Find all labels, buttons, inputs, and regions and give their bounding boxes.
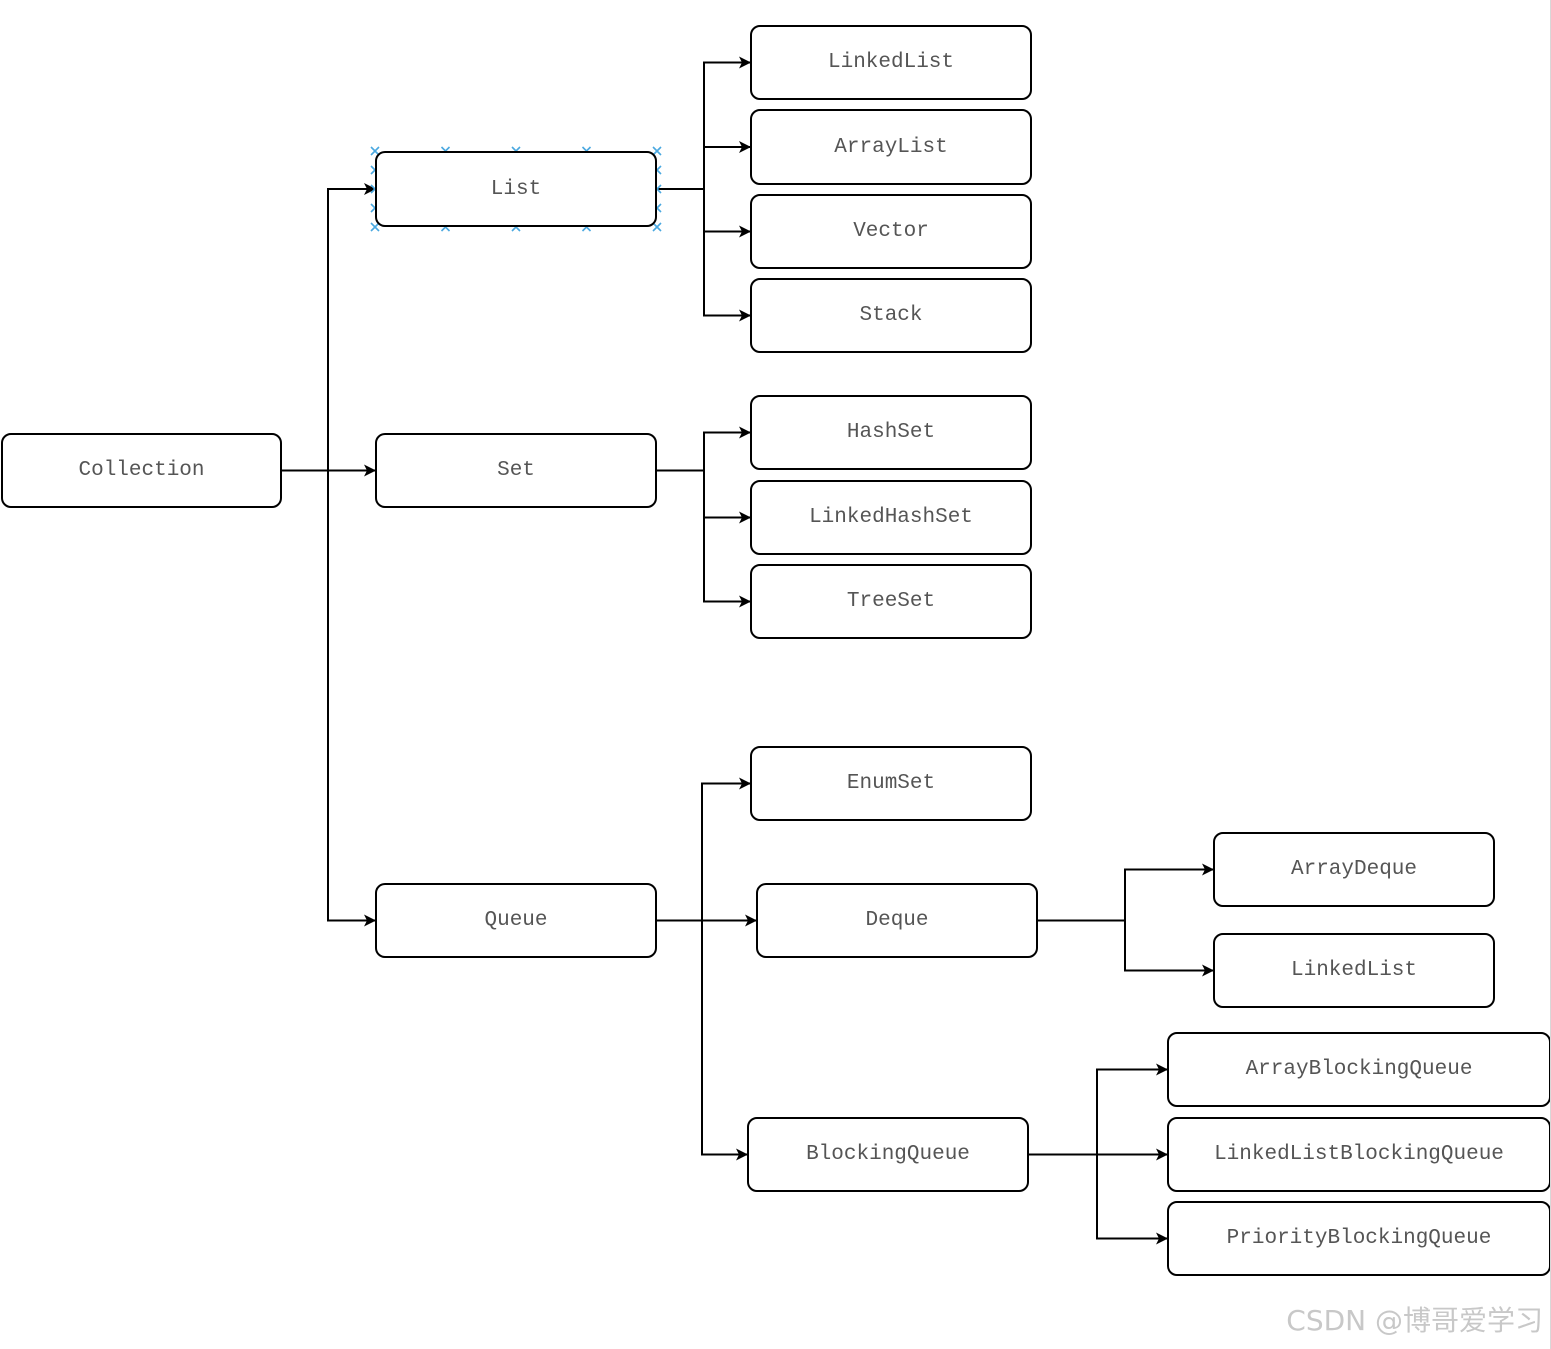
node-linkedhashset[interactable]: LinkedHashSet (750, 480, 1032, 555)
node-arraydeque[interactable]: ArrayDeque (1213, 832, 1495, 907)
edge-set-to-treeset (657, 469, 751, 608)
edge-deque-to-linkedlist-2 (1038, 919, 1214, 977)
node-deque-linkedlist[interactable]: LinkedList (1213, 933, 1495, 1008)
node-arrayblockingqueue[interactable]: ArrayBlockingQueue (1167, 1032, 1551, 1107)
node-hashset[interactable]: HashSet (750, 395, 1032, 470)
node-treeset[interactable]: TreeSet (750, 564, 1032, 639)
node-priorityblockingqueue[interactable]: PriorityBlockingQueue (1167, 1201, 1551, 1276)
edge-collection-to-list (282, 183, 376, 472)
watermark: CSDN @博哥爱学习 (1286, 1304, 1543, 1337)
node-arraylist[interactable]: ArrayList (750, 109, 1032, 185)
edge-queue-to-blockingqueue (657, 919, 748, 1161)
node-queue[interactable]: Queue (375, 883, 657, 958)
node-collection[interactable]: Collection (1, 433, 282, 508)
edge-deque-to-arraydeque (1038, 863, 1214, 922)
edge-blockingqueue-to-priorityblockingqueue (1029, 1153, 1168, 1245)
node-set[interactable]: Set (375, 433, 657, 508)
selection-handle-icon[interactable] (652, 222, 662, 232)
node-deque[interactable]: Deque (756, 883, 1038, 958)
edge-queue-to-enumset (657, 777, 751, 922)
edge-collection-to-queue (282, 469, 376, 927)
node-enumset[interactable]: EnumSet (750, 746, 1032, 821)
edge-set-to-hashset (657, 426, 751, 472)
edge-list-to-arraylist (657, 141, 751, 190)
node-vector[interactable]: Vector (750, 194, 1032, 269)
node-list[interactable]: List (375, 151, 657, 227)
edge-list-to-stack (657, 188, 751, 322)
edges (282, 56, 1214, 1245)
node-stack[interactable]: Stack (750, 278, 1032, 353)
node-linkedlistblockingqueue[interactable]: LinkedListBlockingQueue (1167, 1117, 1551, 1192)
node-linkedlist[interactable]: LinkedList (750, 25, 1032, 100)
node-blockingqueue[interactable]: BlockingQueue (747, 1117, 1029, 1192)
edge-blockingqueue-to-arrayblockingqueue (1029, 1063, 1168, 1156)
